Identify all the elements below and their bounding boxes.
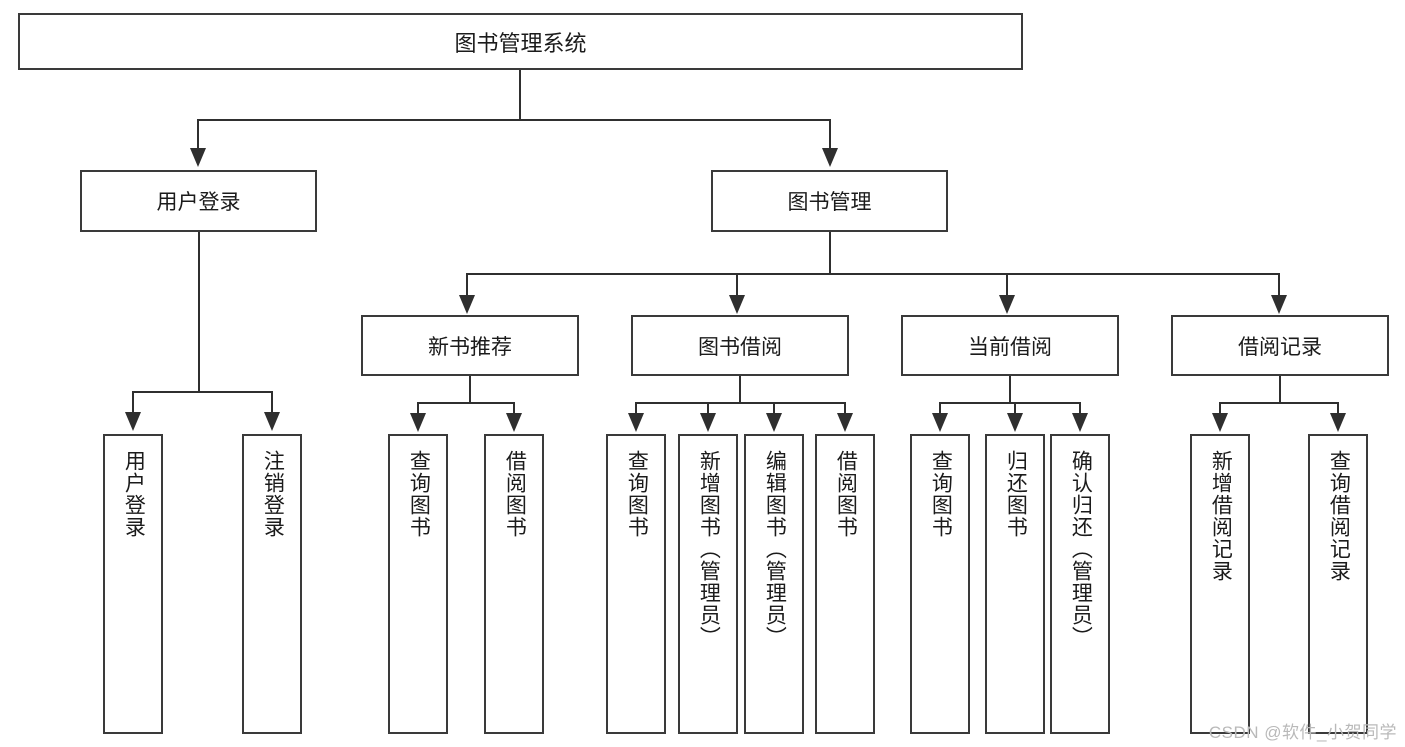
edge-level2-drop-right	[829, 119, 831, 149]
edge-level2-bus	[197, 119, 831, 121]
node-user-login[interactable]: 用户登录	[80, 170, 317, 232]
edge-borrowrecord-drop-2	[1337, 402, 1339, 414]
edge-newbook-bus	[417, 402, 514, 404]
node-leaf-borrow-book[interactable]: 借阅图书	[815, 434, 875, 734]
node-new-book-recommend[interactable]: 新书推荐	[361, 315, 579, 376]
edge-level3-drop-1	[466, 273, 468, 296]
edge-currentborrow-drop-3	[1079, 402, 1081, 414]
edge-borrowrecord-bus	[1219, 402, 1338, 404]
node-label: 当前借阅	[968, 335, 1052, 359]
node-leaf-add-book-admin[interactable]: 新增图书（管理员）	[678, 434, 738, 734]
node-leaf-add-borrow-record[interactable]: 新增借阅记录	[1190, 434, 1250, 734]
arrow-to-leaf-query-record	[1330, 413, 1346, 432]
arrow-to-current-borrow	[999, 295, 1015, 314]
node-leaf-query-book-borrow[interactable]: 查询图书	[606, 434, 666, 734]
node-label: 图书管理系统	[454, 30, 587, 56]
node-label: 编辑图书（管理员）	[763, 450, 787, 648]
node-root-system[interactable]: 图书管理系统	[18, 13, 1023, 70]
arrow-to-book-borrow	[729, 295, 745, 314]
node-leaf-query-book-recommend[interactable]: 查询图书	[388, 434, 448, 734]
edge-level2-drop-left	[197, 119, 199, 149]
arrow-to-leaf-query-book-1	[410, 413, 426, 432]
arrow-to-leaf-query-book-3	[932, 413, 948, 432]
node-label: 用户登录	[122, 450, 146, 538]
node-label: 注销登录	[261, 450, 285, 538]
node-current-borrow[interactable]: 当前借阅	[901, 315, 1119, 376]
node-label: 归还图书	[1004, 450, 1028, 538]
arrow-to-leaf-edit-book	[766, 413, 782, 432]
arrow-to-leaf-return-book	[1007, 413, 1023, 432]
edge-bookborrow-bus	[635, 402, 845, 404]
edge-userlogin-stem	[198, 232, 200, 392]
arrow-to-user-login	[190, 148, 206, 167]
arrow-to-leaf-query-book-2	[628, 413, 644, 432]
edge-newbook-drop-1	[417, 402, 419, 414]
arrow-to-new-book-rec	[459, 295, 475, 314]
node-book-borrow[interactable]: 图书借阅	[631, 315, 849, 376]
node-leaf-edit-book-admin[interactable]: 编辑图书（管理员）	[744, 434, 804, 734]
arrow-to-leaf-add-record	[1212, 413, 1228, 432]
csdn-watermark: CSDN @软件_小贺同学	[1208, 723, 1397, 742]
arrow-to-book-mgmt	[822, 148, 838, 167]
edge-level3-bus	[466, 273, 1280, 275]
arrow-to-leaf-user-logout	[264, 412, 280, 431]
node-label: 借阅记录	[1238, 335, 1322, 359]
edge-bookborrow-drop-4	[844, 402, 846, 414]
node-label: 图书借阅	[698, 335, 782, 359]
arrow-to-leaf-user-login	[125, 412, 141, 431]
node-book-management[interactable]: 图书管理	[711, 170, 948, 232]
node-label: 用户登录	[156, 191, 241, 214]
arrow-to-leaf-borrow-book-2	[837, 413, 853, 432]
edge-bookmgmt-stem	[829, 232, 831, 274]
edge-currentborrow-drop-2	[1014, 402, 1016, 414]
arrow-to-leaf-add-book	[700, 413, 716, 432]
node-leaf-return-book[interactable]: 归还图书	[985, 434, 1045, 734]
node-label: 借阅图书	[503, 450, 527, 538]
node-label: 查询借阅记录	[1327, 450, 1351, 582]
edge-root-stem	[519, 70, 521, 120]
edge-userlogin-drop-1	[132, 391, 134, 413]
node-leaf-borrow-book-recommend[interactable]: 借阅图书	[484, 434, 544, 734]
node-leaf-user-login[interactable]: 用户登录	[103, 434, 163, 734]
edge-bookborrow-drop-1	[635, 402, 637, 414]
edge-level3-drop-2	[736, 273, 738, 296]
edge-newbook-drop-2	[513, 402, 515, 414]
arrow-to-leaf-borrow-book-1	[506, 413, 522, 432]
node-label: 查询图书	[407, 450, 431, 538]
arrow-to-borrow-record	[1271, 295, 1287, 314]
edge-currentborrow-bus	[939, 402, 1080, 404]
edge-level3-drop-3	[1006, 273, 1008, 296]
node-label: 新增图书（管理员）	[697, 450, 721, 648]
node-borrow-record[interactable]: 借阅记录	[1171, 315, 1389, 376]
edge-currentborrow-drop-1	[939, 402, 941, 414]
node-label: 图书管理	[787, 191, 872, 214]
edge-currentborrow-stem	[1009, 376, 1011, 403]
edge-userlogin-drop-2	[271, 391, 273, 413]
edge-bookborrow-drop-2	[707, 402, 709, 414]
node-label: 新增借阅记录	[1209, 450, 1233, 582]
node-label: 查询图书	[625, 450, 649, 538]
edge-level3-drop-4	[1278, 273, 1280, 296]
node-leaf-query-book-current[interactable]: 查询图书	[910, 434, 970, 734]
node-label: 新书推荐	[428, 335, 512, 359]
edge-borrowrecord-drop-1	[1219, 402, 1221, 414]
node-label: 查询图书	[929, 450, 953, 538]
edge-borrowrecord-stem	[1279, 376, 1281, 403]
node-leaf-user-logout[interactable]: 注销登录	[242, 434, 302, 734]
node-label: 确认归还（管理员）	[1069, 450, 1093, 648]
arrow-to-leaf-confirm-return	[1072, 413, 1088, 432]
node-leaf-query-borrow-record[interactable]: 查询借阅记录	[1308, 434, 1368, 734]
edge-bookborrow-stem	[739, 376, 741, 403]
node-label: 借阅图书	[834, 450, 858, 538]
edge-bookborrow-drop-3	[773, 402, 775, 414]
node-leaf-confirm-return-admin[interactable]: 确认归还（管理员）	[1050, 434, 1110, 734]
edge-userlogin-bus	[132, 391, 272, 393]
edge-newbook-stem	[469, 376, 471, 403]
